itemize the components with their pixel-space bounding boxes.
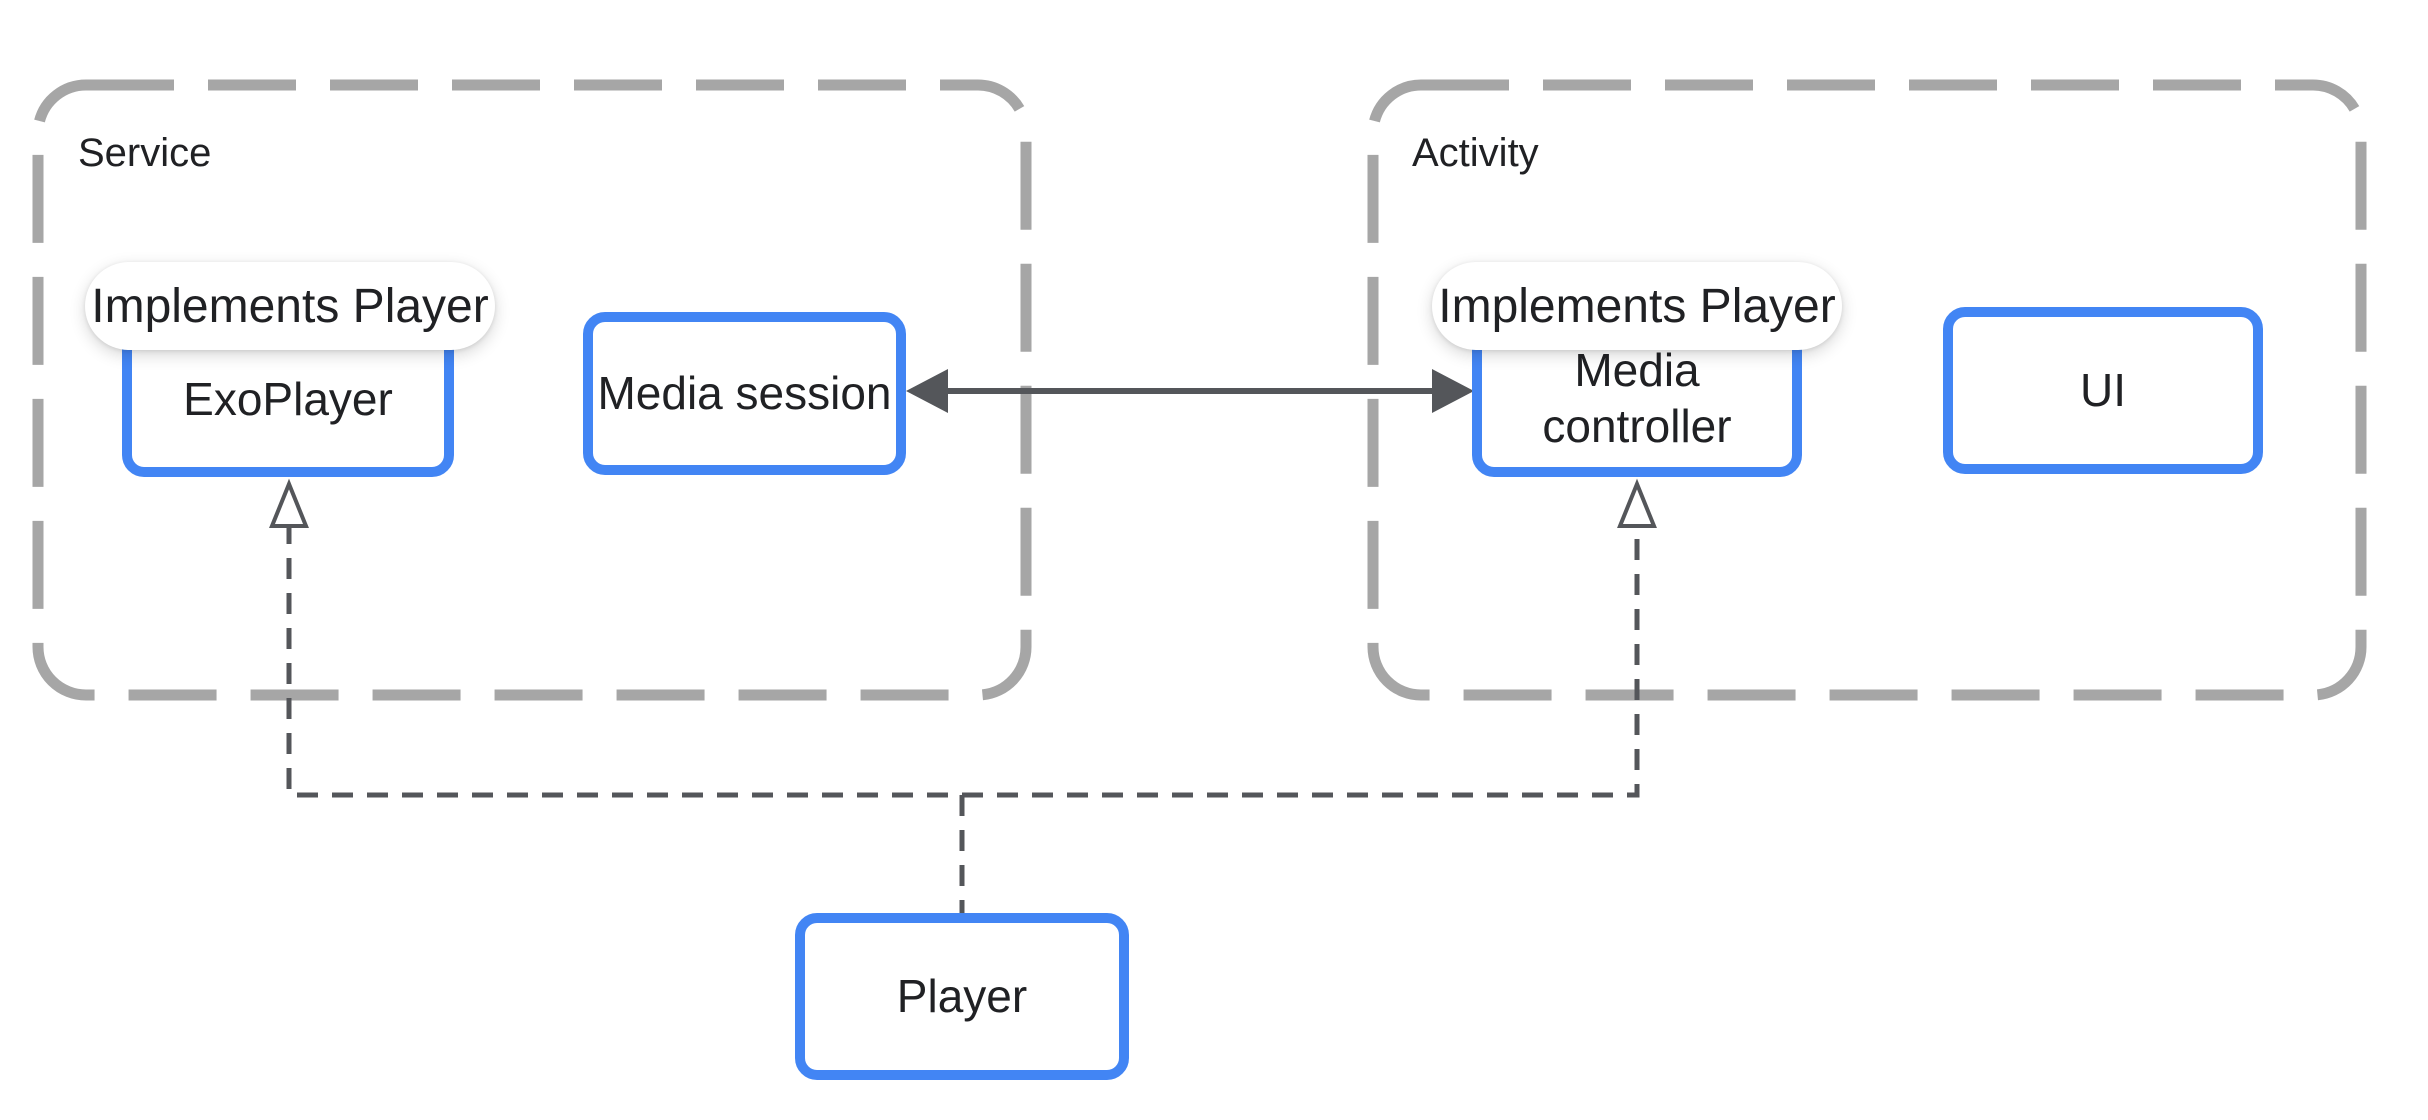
service-label: Service bbox=[78, 131, 212, 175]
session-controller-arrowhead-left bbox=[906, 369, 948, 413]
media-controller-open-arrowhead bbox=[1617, 478, 1657, 528]
player-branch-dashed-line bbox=[286, 488, 1640, 798]
implements-player-badge-service: Implements Player bbox=[85, 262, 495, 350]
media-session-box-label: Media session bbox=[597, 366, 892, 419]
ui-box-label: UI bbox=[2080, 363, 2126, 416]
exoplayer-open-arrowhead bbox=[269, 478, 309, 528]
media-session-box: Media session bbox=[583, 312, 906, 475]
session-controller-arrow bbox=[906, 369, 1474, 413]
media-controller-box-label: Media controller bbox=[1542, 344, 1732, 452]
exoplayer-box-label: ExoPlayer bbox=[183, 372, 393, 425]
session-controller-arrowhead-right bbox=[1432, 369, 1474, 413]
ui-box: UI bbox=[1943, 307, 2263, 474]
activity-label: Activity bbox=[1412, 131, 1539, 175]
activity-container-border bbox=[1367, 79, 2367, 701]
implements-player-badge-activity: Implements Player bbox=[1432, 262, 1842, 350]
player-box: Player bbox=[795, 913, 1129, 1080]
player-box-label: Player bbox=[896, 969, 1028, 1022]
